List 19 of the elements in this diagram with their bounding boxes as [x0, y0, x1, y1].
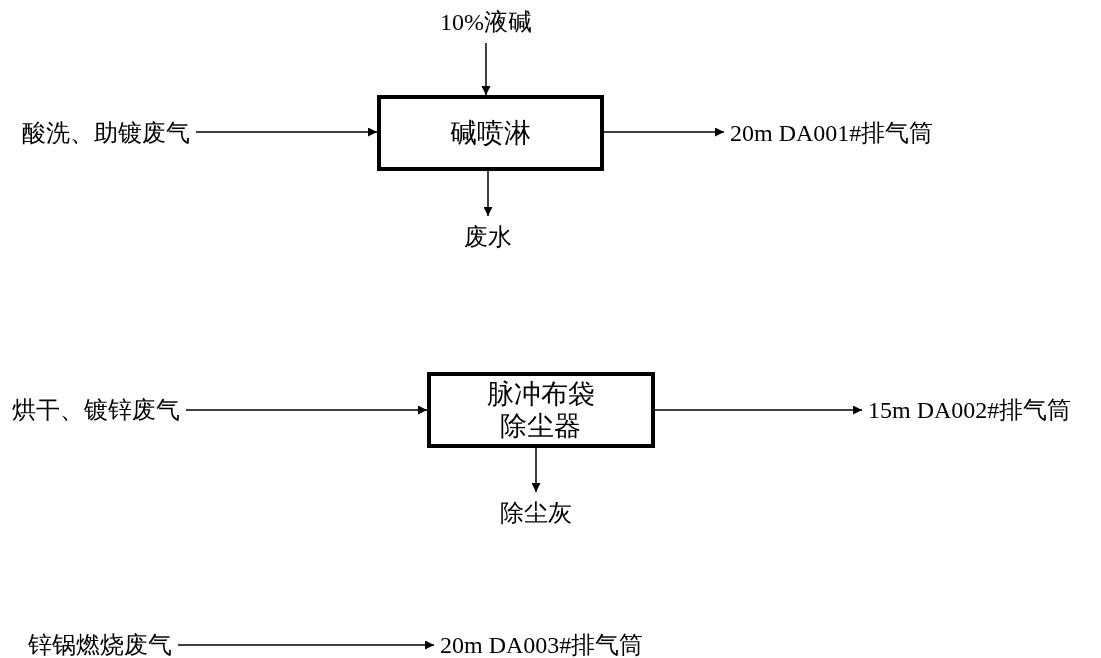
- arrow: [195, 127, 378, 137]
- flow-label: 锌锅燃烧废气: [28, 630, 172, 658]
- arrow: [483, 170, 493, 217]
- arrow: [481, 42, 491, 96]
- arrow: [177, 640, 435, 650]
- flow-label: 烘干、镀锌废气: [12, 395, 180, 425]
- arrow: [603, 127, 725, 137]
- process-box: 脉冲布袋除尘器: [427, 372, 655, 448]
- flow-label: 废水: [464, 222, 512, 252]
- arrow: [531, 447, 541, 493]
- flow-label: 除尘灰: [500, 498, 572, 528]
- process-box: 碱喷淋: [377, 95, 604, 171]
- flow-label: 10%液碱: [440, 7, 532, 37]
- flow-label: 20m DA003#排气筒: [440, 630, 644, 658]
- flow-label: 20m DA001#排气筒: [730, 118, 934, 148]
- flow-label: 酸洗、助镀废气: [22, 118, 190, 148]
- flow-label: 15m DA002#排气筒: [868, 395, 1072, 425]
- arrow: [185, 405, 428, 415]
- arrow: [654, 405, 863, 415]
